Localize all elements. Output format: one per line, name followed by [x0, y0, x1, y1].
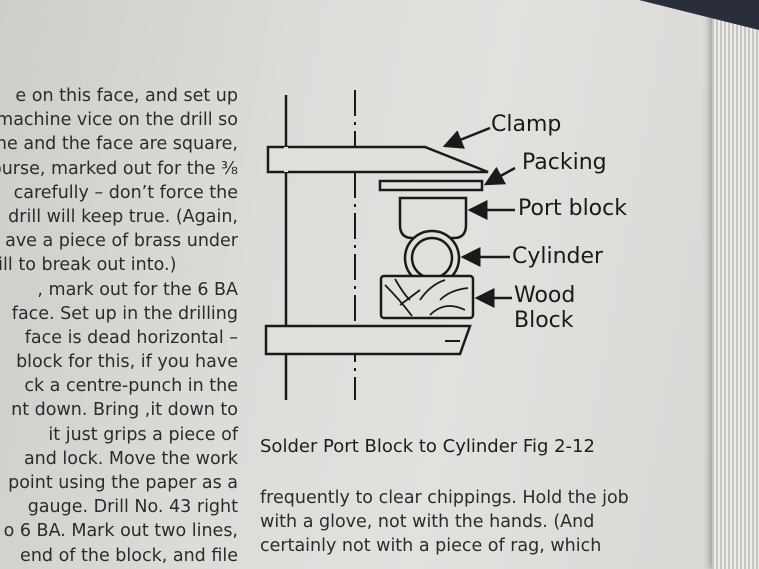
text-line: block for this, if you have — [16, 352, 238, 373]
text-line: carefully – don’t force the — [13, 182, 238, 203]
figure-caption: Solder Port Block to Cylinder Fig 2-12 — [260, 436, 595, 457]
top-clamp — [266, 145, 489, 174]
text-line: face. Set up in the drilling — [11, 303, 238, 324]
text-line: ck a centre-punch in the — [24, 376, 238, 397]
label-port-block: Port block — [518, 196, 627, 221]
text-line: nt down. Bring ,it down to — [11, 400, 238, 421]
text-line: rill to break out into.) — [0, 255, 177, 276]
text-line: ourse, marked out for the ⅜ — [0, 158, 238, 179]
label-block: Block — [514, 308, 574, 333]
bottom-clamp — [264, 324, 472, 356]
text-line: o 6 BA. Mark out two lines, — [3, 521, 238, 542]
text-line: machine vice on the drill so — [0, 110, 238, 131]
text-line: and lock. Move the work — [23, 448, 238, 469]
text-line: certainly not with a piece of rag, which — [260, 536, 602, 557]
label-cylinder: Cylinder — [512, 244, 604, 269]
port-block — [398, 196, 468, 240]
text-line: it just grips a piece of — [48, 424, 238, 445]
text-line: end of the block, and file — [20, 545, 238, 566]
text-line: point using the paper as a — [8, 473, 238, 493]
text-line: frequently to clear chippings. Hold the … — [260, 488, 629, 508]
text-line: , mark out for the 6 BA — [37, 279, 238, 300]
text-line: face is dead horizontal – — [24, 327, 238, 348]
left-text-column: e on this face, and set up machine vice … — [0, 84, 238, 568]
right-text-column: frequently to clear chippings. Hold the … — [260, 486, 660, 559]
text-line: ave a piece of brass under — [5, 231, 238, 252]
text-line: drill will keep true. (Again, — [8, 206, 238, 227]
label-packing: Packing — [522, 150, 607, 175]
text-line: ne and the face are square, — [0, 134, 238, 155]
page-edges — [712, 0, 759, 569]
wood-block — [379, 274, 475, 320]
label-wood: Wood — [514, 283, 576, 308]
background-corner — [639, 0, 759, 30]
text-line: with a glove, not with the hands. (And — [260, 512, 595, 533]
label-clamp: Clamp — [491, 112, 562, 137]
text-line: e on this face, and set up — [15, 86, 238, 106]
packing — [378, 179, 484, 192]
text-line: gauge. Drill No. 43 right — [27, 497, 238, 518]
